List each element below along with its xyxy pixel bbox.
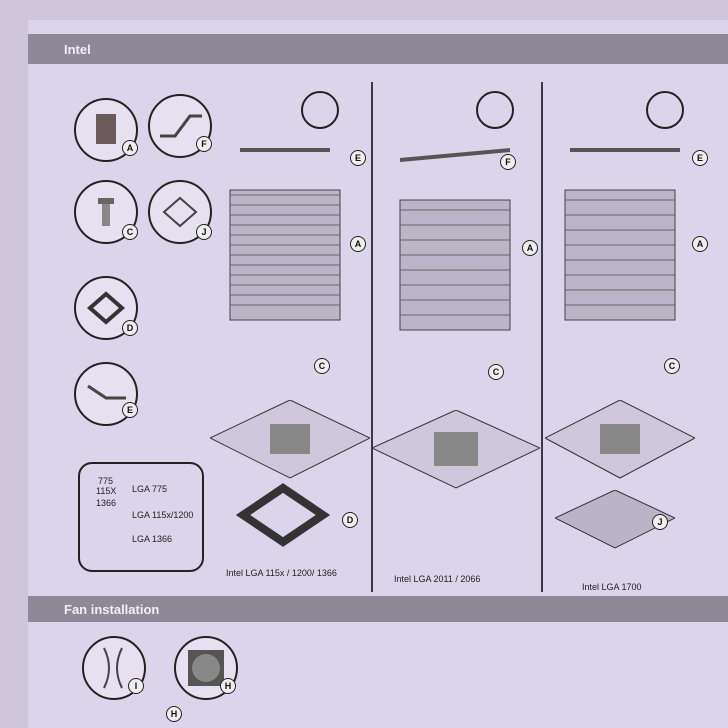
caption-lga2011: Intel LGA 2011 / 2066 (394, 574, 481, 584)
label-e: E (122, 402, 138, 418)
section-header-intel: Intel (28, 34, 728, 64)
heatsink-diagram-3 (564, 91, 684, 321)
label-j: J (652, 514, 668, 530)
backplate-j-diagram (555, 490, 675, 549)
backplate-d-diagram (235, 483, 331, 547)
column-divider (371, 82, 373, 592)
heatsink-diagram-2 (399, 91, 514, 331)
label-lga775: LGA 775 (132, 484, 168, 494)
label-d: D (342, 512, 358, 528)
label-c: C (664, 358, 680, 374)
label-a: A (522, 240, 538, 256)
caption-lga1700: Intel LGA 1700 (582, 582, 642, 592)
socket-diagram-2 (372, 410, 540, 489)
label-e: E (692, 150, 708, 166)
label-i: I (128, 678, 144, 694)
heatsink-diagram-1 (229, 91, 341, 321)
label-lga1366: LGA 1366 (132, 534, 173, 544)
label-c: C (488, 364, 504, 380)
label-c: C (122, 224, 138, 240)
label-a: A (122, 140, 138, 156)
socket-diagram-1 (210, 400, 370, 479)
mark-115x: 115X (96, 486, 117, 496)
mark-775: 775 (98, 476, 114, 486)
socket-marking-inset: 775 115X 1366 LGA 775 LGA 115x/1200 LGA … (78, 462, 204, 572)
label-f: F (500, 154, 516, 170)
mark-1366: 1366 (96, 498, 117, 508)
label-h: H (220, 678, 236, 694)
label-j: J (196, 224, 212, 240)
column-divider (541, 82, 543, 592)
label-a: A (350, 236, 366, 252)
label-e: E (350, 150, 366, 166)
label-h: H (166, 706, 182, 722)
caption-lga115x: Intel LGA 115x / 1200/ 1366 (226, 568, 337, 578)
label-c: C (314, 358, 330, 374)
part-h-fan-icon (174, 636, 238, 700)
label-a: A (692, 236, 708, 252)
label-lga115x: LGA 115x/1200 (132, 510, 194, 520)
part-d-backplate-icon (74, 276, 138, 340)
label-d: D (122, 320, 138, 336)
socket-diagram-3 (545, 400, 695, 479)
section-header-fan: Fan installation (28, 596, 728, 622)
label-f: F (196, 136, 212, 152)
